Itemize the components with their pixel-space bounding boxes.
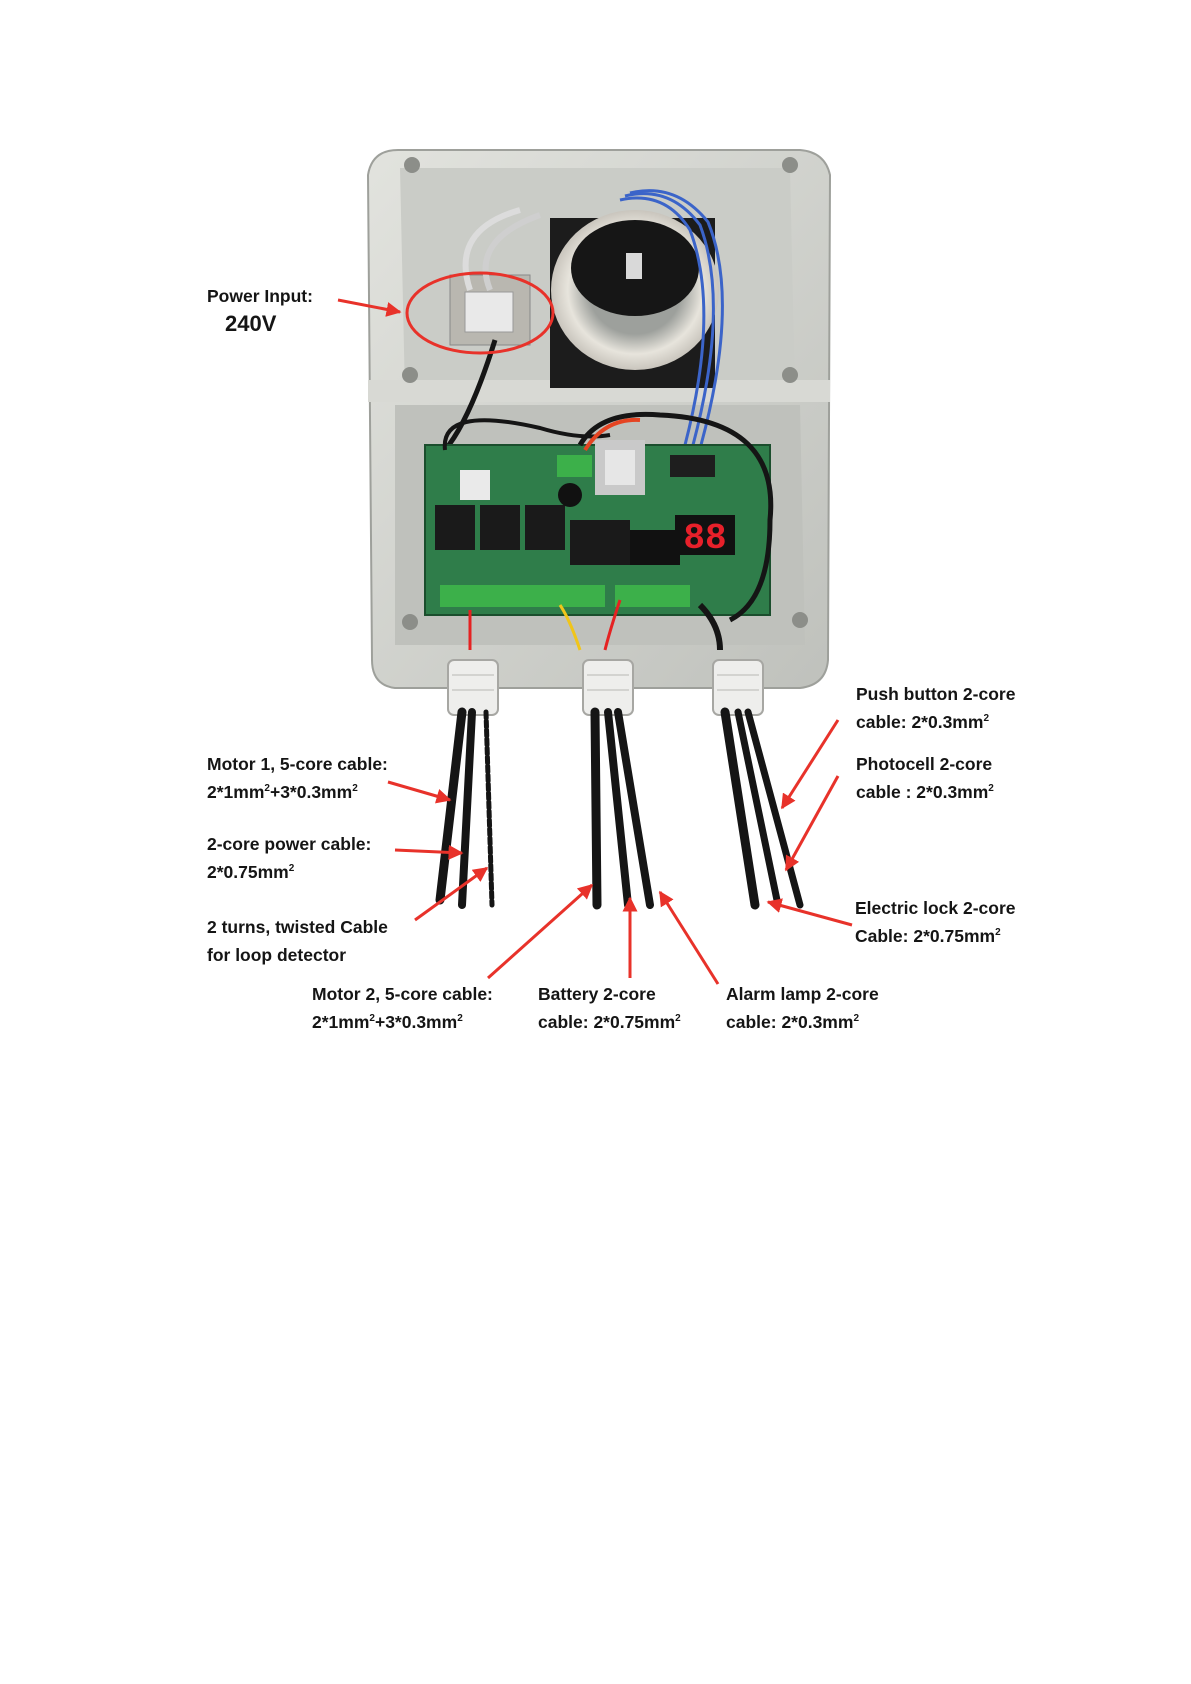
electric-lock-arrow	[766, 898, 853, 927]
motor2-arrow	[487, 883, 594, 980]
toroidal-transformer	[550, 210, 719, 388]
power-cable-label: 2-core power cable: 2*0.75mm2	[207, 834, 372, 882]
power-input-circle	[405, 271, 555, 355]
photocell-label: Photocell 2-core cable : 2*0.3mm2	[856, 754, 994, 802]
cable-glands	[447, 659, 764, 716]
alarm-lamp-label: Alarm lamp 2-core cable: 2*0.3mm2	[726, 984, 879, 1032]
push-button-label: Push button 2-core cable: 2*0.3mm2	[856, 684, 1016, 732]
electric-lock-label: Electric lock 2-core Cable: 2*0.75mm2	[855, 898, 1016, 946]
alarm-lamp-arrow	[658, 890, 720, 985]
battery-label: Battery 2-core cable: 2*0.75mm2	[538, 984, 681, 1032]
photocell-arrow	[784, 775, 840, 872]
push-button-arrow	[780, 719, 840, 810]
motor1-arrow	[387, 780, 452, 804]
blue-wires	[619, 189, 724, 446]
motor1-label: Motor 1, 5-core cable: 2*1mm2+3*0.3mm2	[207, 754, 388, 802]
motor2-label: Motor 2, 5-core cable: 2*1mm2+3*0.3mm2	[312, 984, 493, 1032]
outgoing-cables	[435, 707, 804, 910]
internal-wiring	[442, 411, 774, 651]
control-board: 88	[424, 440, 771, 616]
power-input-arrow	[337, 298, 402, 317]
loop-cable-label: 2 turns, twisted Cable for loop detector	[207, 917, 388, 965]
seven-segment-display: 88	[683, 518, 726, 559]
power-input-label: Power Input: 240V	[207, 286, 313, 336]
power-terminal	[443, 207, 542, 452]
loop-cable-arrow	[414, 866, 489, 922]
power-cable-arrow	[394, 844, 464, 860]
